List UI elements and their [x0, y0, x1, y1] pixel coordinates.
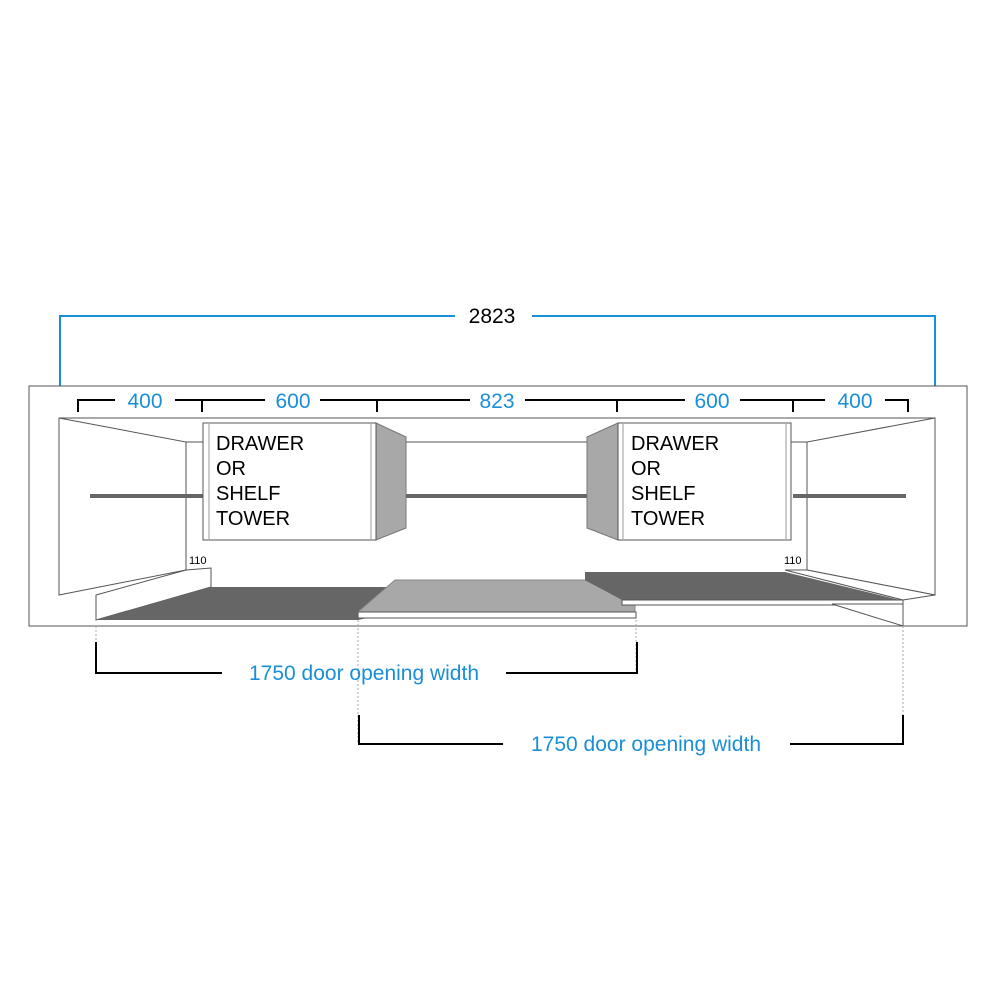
right-door-panel: [585, 572, 900, 600]
segment-label: 600: [275, 390, 310, 413]
overall-width-label: 2823: [469, 305, 516, 328]
left-side-wall: [58, 417, 187, 596]
tower-label: DRAWER OR SHELF TOWER: [216, 433, 310, 530]
door-opening-dimensions: 1750 door opening width 1750 door openin…: [95, 620, 904, 756]
segment-label: 600: [694, 390, 729, 413]
segment-label: 400: [837, 390, 872, 413]
right-side-wall: [806, 417, 936, 596]
tower-label: DRAWER OR SHELF TOWER: [631, 433, 725, 530]
left-door-panel: [96, 587, 395, 620]
middle-door-panel: [356, 579, 636, 613]
overall-dimension: 2823: [59, 305, 936, 395]
right-tower: DRAWER OR SHELF TOWER: [586, 422, 792, 541]
door-opening-label: 1750 door opening width: [249, 662, 479, 685]
step-height-label: 110: [189, 555, 207, 567]
segment-dimensions: 400 600 823 600 400: [77, 390, 909, 413]
left-tower: DRAWER OR SHELF TOWER: [202, 422, 407, 541]
step-height-label: 110: [784, 555, 802, 567]
door-opening-label: 1750 door opening width: [531, 733, 761, 756]
wardrobe-interior: DRAWER OR SHELF TOWER DRAWER OR SHELF TO…: [58, 417, 936, 627]
segment-label: 400: [127, 390, 162, 413]
left-step: [95, 567, 212, 621]
segment-label: 823: [479, 390, 514, 413]
right-step: [784, 569, 936, 601]
